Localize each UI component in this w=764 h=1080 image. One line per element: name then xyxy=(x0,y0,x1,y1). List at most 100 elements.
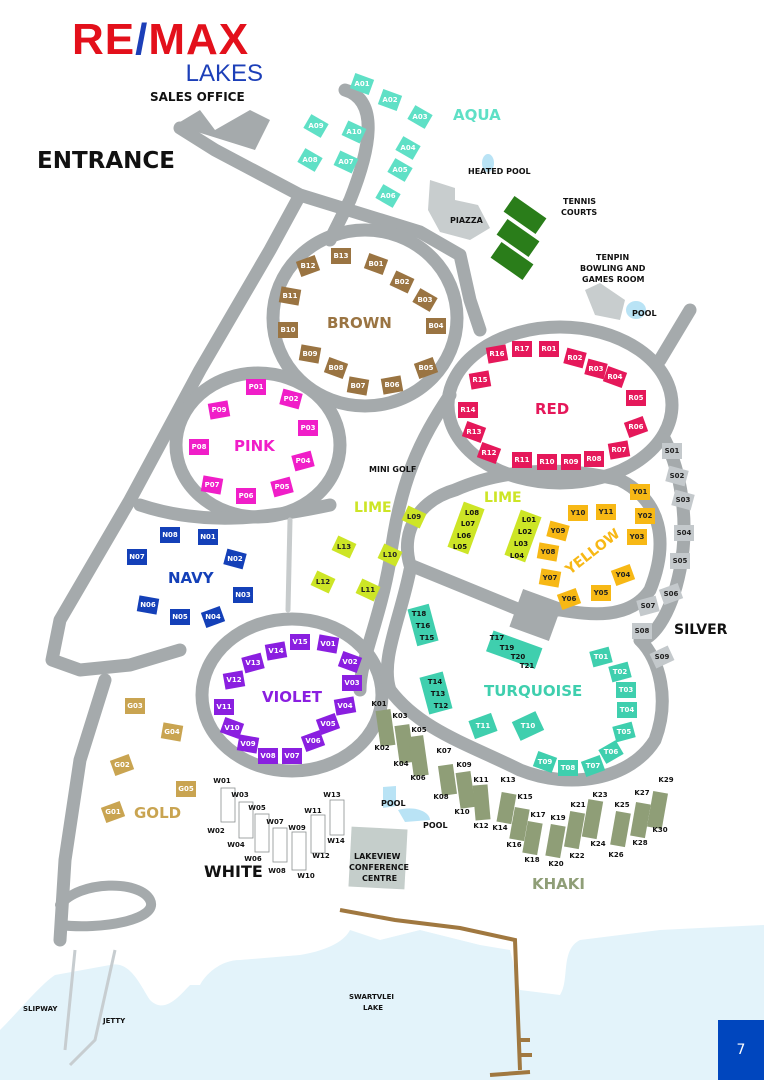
unit-v08: V08 xyxy=(258,748,278,764)
unit-building xyxy=(207,400,231,420)
unit-k19: K19 xyxy=(550,814,565,822)
tennis-label-1: TENNIS xyxy=(563,197,596,206)
unit-label: L08 xyxy=(465,509,479,517)
unit-building xyxy=(608,661,632,683)
unit-k07: K07 xyxy=(436,747,451,755)
unit-label: B03 xyxy=(417,296,432,304)
unit-k10: K10 xyxy=(454,808,469,816)
unit-label: K01 xyxy=(371,700,386,708)
logo-re: RE xyxy=(72,15,136,64)
unit-label: K30 xyxy=(652,826,667,834)
unit-s01: S01 xyxy=(662,443,682,459)
unit-label: T11 xyxy=(476,722,491,730)
unit-label: R02 xyxy=(567,354,582,362)
tenpin-label-3: GAMES ROOM xyxy=(582,275,644,284)
unit-w04: W04 xyxy=(227,841,245,849)
unit-v14: V14 xyxy=(264,641,288,661)
unit-building xyxy=(377,89,403,111)
piazza-building xyxy=(428,180,490,240)
unit-building xyxy=(413,357,439,379)
zone-label-red: RED xyxy=(535,400,569,418)
unit-t02: T02 xyxy=(608,661,632,683)
unit-label: P05 xyxy=(275,483,290,491)
unit-r13: R13 xyxy=(461,421,487,443)
unit-building xyxy=(223,548,247,570)
unit-label: L09 xyxy=(407,513,421,521)
white-buildings xyxy=(220,787,345,871)
unit-building xyxy=(674,525,694,541)
unit-l01: L01 xyxy=(522,516,536,524)
unit-building xyxy=(617,702,637,718)
unit-label: R07 xyxy=(611,446,626,454)
unit-r04: R04 xyxy=(602,366,628,388)
unit-label: B12 xyxy=(300,262,315,270)
unit-label: R16 xyxy=(489,350,504,358)
tennis-label-2: COURTS xyxy=(561,208,597,217)
unit-label: W13 xyxy=(323,791,341,799)
unit-y03: Y03 xyxy=(627,529,647,545)
unit-building xyxy=(671,489,695,511)
unit-n04: N04 xyxy=(200,606,226,628)
unit-building xyxy=(610,564,636,586)
unit-label: A02 xyxy=(382,96,397,104)
unit-label: K25 xyxy=(614,801,629,809)
unit-label: T12 xyxy=(434,702,449,710)
unit-label: S02 xyxy=(670,472,685,480)
unit-y04: Y04 xyxy=(610,564,636,586)
unit-label: W03 xyxy=(231,791,249,799)
unit-label: B08 xyxy=(328,364,343,372)
unit-label: Y04 xyxy=(615,571,631,579)
unit-t19: T19 xyxy=(500,644,515,652)
unit-p01: P01 xyxy=(246,379,266,395)
unit-label: R09 xyxy=(563,458,578,466)
unit-label: K05 xyxy=(411,726,426,734)
piazza-label: PIAZZA xyxy=(450,216,484,225)
unit-b07: B07 xyxy=(346,376,370,396)
unit-label: T08 xyxy=(561,764,576,772)
unit-p02: P02 xyxy=(279,388,303,410)
tenpin-pool xyxy=(626,301,646,319)
logo-max: MAX xyxy=(148,15,250,64)
unit-building xyxy=(649,645,675,669)
unit-g03: G03 xyxy=(125,698,145,714)
unit-label: Y01 xyxy=(632,488,648,496)
unit-label: W01 xyxy=(213,777,231,785)
unit-w14: W14 xyxy=(327,837,345,845)
unit-n03: N03 xyxy=(233,587,253,603)
unit-label: G03 xyxy=(127,702,143,710)
unit-k06: K06 xyxy=(410,774,425,782)
unit-building xyxy=(580,755,606,777)
unit-b04: B04 xyxy=(426,318,446,334)
unit-w01: W01 xyxy=(213,777,231,785)
unit-v07: V07 xyxy=(282,748,302,764)
unit-building xyxy=(333,150,359,174)
unit-r07: R07 xyxy=(607,440,631,460)
tenpin-building xyxy=(585,283,625,320)
unit-v12: V12 xyxy=(222,670,246,690)
unit-building xyxy=(349,73,375,95)
unit-label: A09 xyxy=(308,122,323,130)
unit-building xyxy=(331,535,357,559)
unit-building xyxy=(607,440,631,460)
unit-l13: L13 xyxy=(331,535,357,559)
unit-l08: L08 xyxy=(465,509,479,517)
unit-label: B09 xyxy=(302,350,317,358)
unit-building xyxy=(316,634,340,654)
unit-label: V06 xyxy=(305,737,320,745)
unit-label: Y11 xyxy=(598,508,614,516)
pool-shape xyxy=(383,786,430,822)
unit-label: Y10 xyxy=(570,509,586,517)
unit-label: K13 xyxy=(500,776,515,784)
unit-label: K11 xyxy=(473,776,488,784)
lakeview-label-1: LAKEVIEW xyxy=(354,852,401,861)
unit-building xyxy=(136,595,160,615)
unit-building xyxy=(512,452,532,468)
unit-s05: S05 xyxy=(670,553,690,569)
unit-label: T16 xyxy=(416,622,431,630)
unit-label: P08 xyxy=(192,443,207,451)
unit-building xyxy=(412,288,438,312)
unit-label: N05 xyxy=(172,613,188,621)
jetty-label: JETTY xyxy=(102,1017,126,1025)
unit-building xyxy=(395,136,421,160)
page-number: 7 xyxy=(718,1020,764,1080)
